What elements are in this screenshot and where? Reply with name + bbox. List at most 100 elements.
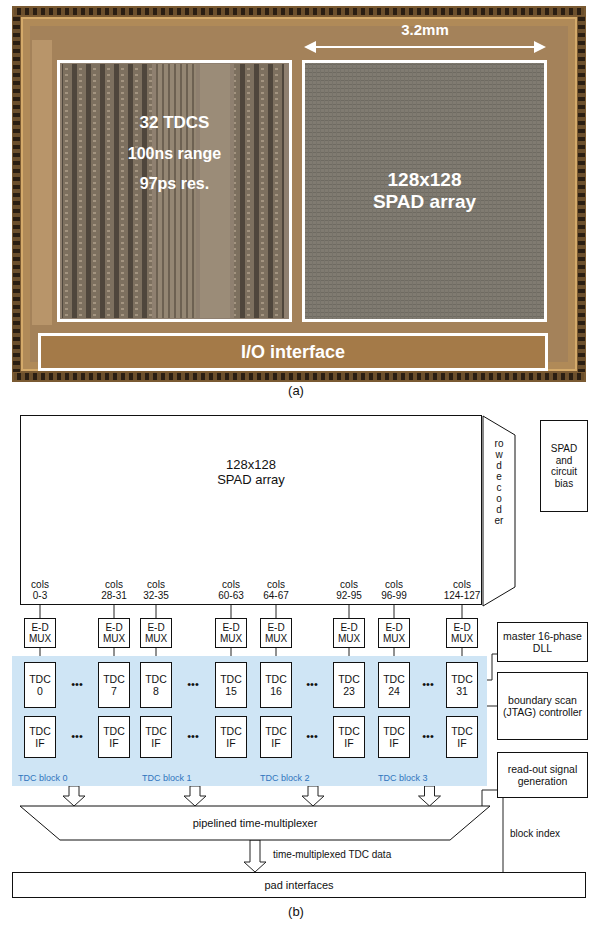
block-label: TDC 7	[100, 673, 128, 697]
block-caption: TDC block 1	[142, 773, 192, 783]
signal-wire	[487, 654, 497, 680]
block-caption: TDC block 2	[260, 773, 310, 783]
tdc-block-band: TDC block 1 TDC 8 TDC 15 TDC IF TDC IF	[136, 656, 254, 786]
mux-block: E-D MUX	[98, 618, 130, 648]
block-label: TDC IF	[26, 725, 54, 749]
tdc-interface-block: TDC IF	[24, 716, 56, 758]
block-label: TDC 15	[217, 673, 245, 697]
region-label: 100ns range	[128, 145, 221, 163]
ellipsis: •••	[297, 678, 327, 690]
tdc-block: TDC 24	[378, 662, 410, 708]
region-label: I/O interface	[241, 342, 345, 363]
signal-wire	[40, 605, 41, 618]
block-label: 128x128 SPAD array	[211, 458, 291, 488]
subfigure-label: (b)	[276, 905, 316, 919]
signal-wire	[482, 790, 497, 806]
bus-arrow	[302, 786, 324, 806]
edge-label: time-multiplexed TDC data	[271, 849, 393, 860]
tdc-interface-block: TDC IF	[98, 716, 130, 758]
block-label: TDC 31	[448, 673, 476, 697]
block-label: TDC 24	[380, 673, 408, 697]
block-label: E-D MUX	[335, 622, 363, 645]
tdc-interface-block: TDC IF	[378, 716, 410, 758]
column-label: cols 96-99	[374, 579, 414, 601]
mux-block: E-D MUX	[446, 618, 478, 648]
block-label: TDC IF	[217, 725, 245, 749]
tdc-block: TDC 31	[446, 662, 478, 708]
tdc-interface-block: TDC IF	[140, 716, 172, 758]
ellipsis: •••	[413, 678, 443, 690]
ellipsis: •••	[413, 730, 443, 742]
region-label: 97ps res.	[140, 175, 209, 193]
block-caption: TDC block 0	[18, 773, 68, 783]
block-caption: TDC block 3	[378, 773, 428, 783]
ellipsis: •••	[178, 678, 208, 690]
ellipsis: •••	[62, 730, 92, 742]
io-region-box: I/O interface	[38, 333, 548, 371]
block-label: master 16-phase DLL	[499, 630, 586, 654]
mux-block: E-D MUX	[24, 618, 56, 648]
pad-interface-block: pad interfaces	[12, 872, 586, 898]
block-label: pad interfaces	[264, 879, 333, 892]
mux-block: E-D MUX	[215, 618, 247, 648]
block-label: TDC IF	[448, 725, 476, 749]
dimension-label: 3.2mm	[390, 22, 460, 39]
signal-wire	[487, 706, 497, 707]
tdc-block: TDC 0	[24, 662, 56, 708]
bus-arrow	[63, 786, 85, 806]
signal-wire	[231, 605, 232, 618]
tdc-block: TDC 16	[260, 662, 292, 708]
block-label: E-D MUX	[26, 622, 54, 645]
region-label: 128x128 SPAD array	[367, 169, 482, 213]
mux-block: E-D MUX	[378, 618, 410, 648]
block-label: read-out signal generation	[499, 763, 586, 787]
ellipsis: •••	[62, 678, 92, 690]
block-label: E-D MUX	[262, 622, 290, 645]
column-label: cols 92-95	[329, 579, 369, 601]
spad-region-box: 128x128 SPAD array	[302, 60, 547, 322]
tdc-block-band: TDC block 0 TDC 0 TDC 7 TDC IF TDC IF	[12, 656, 136, 786]
jtag-block: boundary scan (JTAG) controller	[497, 672, 588, 740]
tdc-interface-block: TDC IF	[333, 716, 365, 758]
subfigure-label: (a)	[276, 384, 316, 398]
tdc-block: TDC 8	[140, 662, 172, 708]
block-label: TDC IF	[262, 725, 290, 749]
mux-block: E-D MUX	[260, 618, 292, 648]
signal-wire	[462, 605, 463, 618]
bus-arrow	[419, 786, 441, 806]
signal-wire	[276, 605, 277, 618]
block-label: TDC 0	[26, 673, 54, 697]
tdc-region-box: 32 TDCS100ns range97ps res.	[57, 60, 292, 322]
column-label: cols 64-67	[256, 579, 296, 601]
bus-arrow	[244, 840, 266, 872]
ellipsis: •••	[178, 730, 208, 742]
ellipsis: •••	[297, 730, 327, 742]
block-label: E-D MUX	[217, 622, 245, 645]
mux-block: E-D MUX	[333, 618, 365, 648]
mux-block: E-D MUX	[140, 618, 172, 648]
tdc-interface-block: TDC IF	[446, 716, 478, 758]
tdc-block-band: TDC block 3 TDC 24 TDC 31 TDC IF TDC IF	[372, 656, 487, 786]
column-label: cols 28-31	[94, 579, 134, 601]
signal-wire	[503, 798, 504, 872]
block-label: TDC IF	[100, 725, 128, 749]
block-label: TDC 23	[335, 673, 363, 697]
block-label: TDC 16	[262, 673, 290, 697]
spad-array-block: 128x128 SPAD array	[20, 415, 482, 605]
tdc-block: TDC 23	[333, 662, 365, 708]
block-label: E-D MUX	[380, 622, 408, 645]
block-label: TDC IF	[380, 725, 408, 749]
column-label: cols 60-63	[211, 579, 251, 601]
column-label: cols 0-3	[20, 579, 60, 601]
signal-wire	[156, 605, 157, 618]
tdc-block: TDC 7	[98, 662, 130, 708]
tdc-interface-block: TDC IF	[215, 716, 247, 758]
block-label: SPAD and circuit bias	[542, 443, 586, 489]
readout-block: read-out signal generation	[497, 752, 588, 798]
block-label: pipelined time-multiplexer	[193, 817, 318, 830]
row-decoder: row decoder	[483, 416, 515, 606]
signal-wire	[394, 605, 395, 618]
tdc-interface-block: TDC IF	[260, 716, 292, 758]
block-label: E-D MUX	[448, 622, 476, 645]
block-label: row decoder	[494, 438, 504, 526]
